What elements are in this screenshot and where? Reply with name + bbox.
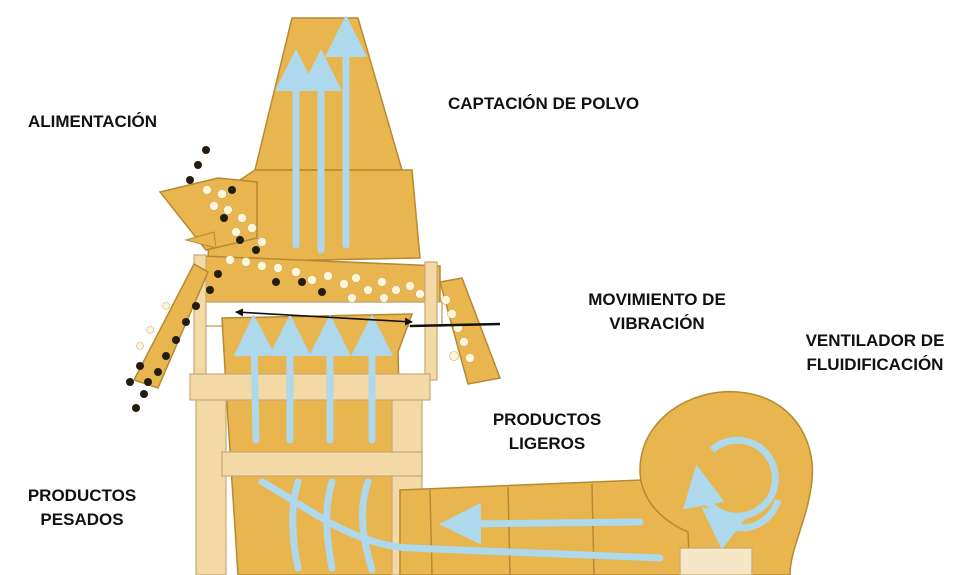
label-ligeros-line1: PRODUCTOS	[492, 410, 602, 429]
label-ventilador-de-fluidificacion: VENTILADOR DE FLUIDIFICACIÓN	[787, 329, 963, 377]
heavy-products-chute	[132, 262, 209, 389]
air-plenum	[221, 313, 414, 575]
label-productos-pesados: PRODUCTOS PESADOS	[12, 484, 152, 532]
label-captacion-de-polvo: CAPTACIÓN DE POLVO	[448, 94, 640, 113]
label-ligeros-line2: LIGEROS	[508, 434, 586, 453]
label-ventilador-line1: VENTILADOR DE	[805, 331, 945, 350]
heavy-particles	[126, 146, 326, 412]
label-pesados-line1: PRODUCTOS	[27, 486, 137, 505]
fluidization-fan	[639, 390, 814, 575]
label-pesados-line2: PESADOS	[40, 510, 124, 529]
light-particles	[136, 185, 475, 363]
label-movimiento-line1: MOVIMIENTO DE	[588, 290, 726, 309]
vibration-indicator	[235, 308, 501, 328]
label-productos-ligeros: PRODUCTOS LIGEROS	[482, 408, 612, 456]
label-movimiento-line2: VIBRACIÓN	[609, 314, 705, 333]
label-alimentacion: ALIMENTACIÓN	[28, 112, 158, 131]
light-products-chute	[439, 277, 502, 385]
air-flow-arrows	[233, 15, 664, 574]
label-ventilador-line2: FLUIDIFICACIÓN	[806, 355, 944, 374]
label-movimiento-de-vibracion: MOVIMIENTO DE VIBRACIÓN	[566, 288, 748, 336]
